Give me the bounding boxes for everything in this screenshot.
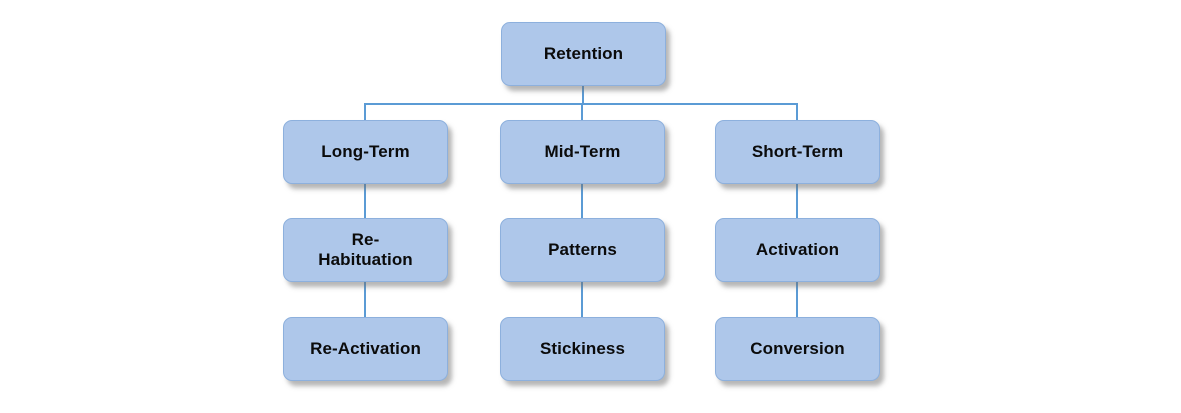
node-retention[interactable]: Retention	[501, 22, 666, 86]
connector-root-down	[582, 86, 584, 104]
connector-patterns-to-stickiness	[581, 282, 583, 318]
connector-long-term-to-re-habituation	[364, 184, 366, 219]
node-re-activation[interactable]: Re-Activation	[283, 317, 448, 381]
node-label-long-term: Long-Term	[321, 141, 410, 161]
node-conversion[interactable]: Conversion	[715, 317, 880, 381]
connector-short-term-to-activation	[796, 184, 798, 219]
node-patterns[interactable]: Patterns	[500, 218, 665, 282]
node-label-re-habituation: Re- Habituation	[318, 229, 413, 269]
node-label-re-activation: Re-Activation	[310, 338, 421, 358]
connector-bus-to-mid-term	[581, 103, 583, 121]
node-long-term[interactable]: Long-Term	[283, 120, 448, 184]
node-re-habituation[interactable]: Re- Habituation	[283, 218, 448, 282]
node-label-stickiness: Stickiness	[539, 338, 626, 358]
connector-re-habituation-to-re-activation	[364, 282, 366, 318]
node-label-short-term: Short-Term	[751, 141, 844, 161]
connector-bus-to-short-term	[796, 103, 798, 121]
node-activation[interactable]: Activation	[715, 218, 880, 282]
node-label-mid-term: Mid-Term	[544, 141, 621, 161]
node-label-conversion: Conversion	[750, 338, 845, 358]
connector-mid-term-to-patterns	[581, 184, 583, 219]
node-short-term[interactable]: Short-Term	[715, 120, 880, 184]
node-stickiness[interactable]: Stickiness	[500, 317, 665, 381]
node-mid-term[interactable]: Mid-Term	[500, 120, 665, 184]
node-label-patterns: Patterns	[548, 239, 617, 259]
connector-bus-to-long-term	[364, 103, 366, 121]
node-label-activation: Activation	[755, 239, 840, 259]
node-label-retention: Retention	[543, 43, 624, 63]
connector-activation-to-conversion	[796, 282, 798, 318]
